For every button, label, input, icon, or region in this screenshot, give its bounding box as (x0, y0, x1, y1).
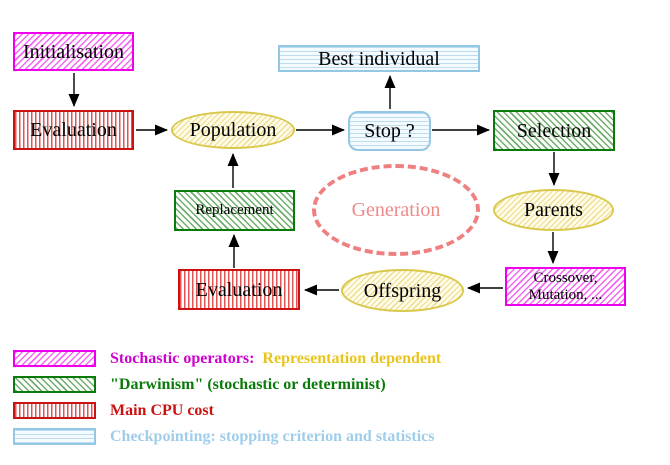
node-generation: Generation (312, 164, 480, 256)
node-selection: Selection (493, 110, 615, 151)
legend-text-checkpointing: Checkpointing: stopping criterion and st… (110, 428, 435, 445)
node-stop: Stop ? (348, 111, 431, 151)
node-evaluation-bottom-label: Evaluation (195, 278, 283, 301)
node-stop-label: Stop ? (364, 120, 415, 142)
node-offspring: Offspring (341, 269, 464, 312)
node-parents: Parents (493, 189, 614, 231)
node-population-label: Population (189, 119, 277, 141)
legend-swatch-stochastic-operators (13, 350, 96, 367)
node-initialisation: Initialisation (13, 32, 134, 71)
node-evaluation-bottom: Evaluation (178, 269, 300, 310)
legend-swatch-darwinism (13, 376, 96, 393)
legend-text-darwinism: "Darwinism" (stochastic or determinist) (110, 376, 386, 393)
node-replacement: Replacement (174, 190, 295, 231)
legend-text-stochastic-operators: Stochastic operators: (110, 350, 255, 367)
node-crossover-line1: Crossover, (533, 270, 598, 286)
node-parents-label: Parents (524, 199, 583, 221)
node-initialisation-label: Initialisation (22, 40, 125, 63)
node-selection-label: Selection (516, 119, 592, 142)
legend-text-representation-dependent: Representation dependent (262, 350, 442, 367)
node-crossover-mutation: Crossover, Mutation, ... (505, 267, 626, 306)
node-generation-label: Generation (351, 199, 441, 221)
node-evaluation-top: Evaluation (13, 110, 134, 150)
legend-label-stochastic-operators: Stochastic operators: Representation depe… (110, 350, 441, 368)
node-population: Population (171, 111, 295, 149)
node-crossover-line2: Mutation, ... (528, 286, 603, 303)
node-evaluation-top-label: Evaluation (30, 119, 117, 141)
legend-text-main-cpu-cost: Main CPU cost (110, 402, 214, 419)
legend-swatch-main-cpu-cost (13, 402, 96, 419)
legend-swatch-checkpointing (13, 428, 96, 445)
node-replacement-label: Replacement (195, 202, 274, 219)
node-offspring-label: Offspring (363, 279, 442, 302)
node-best-individual-label: Best individual (318, 47, 440, 70)
node-best-individual: Best individual (278, 45, 480, 72)
